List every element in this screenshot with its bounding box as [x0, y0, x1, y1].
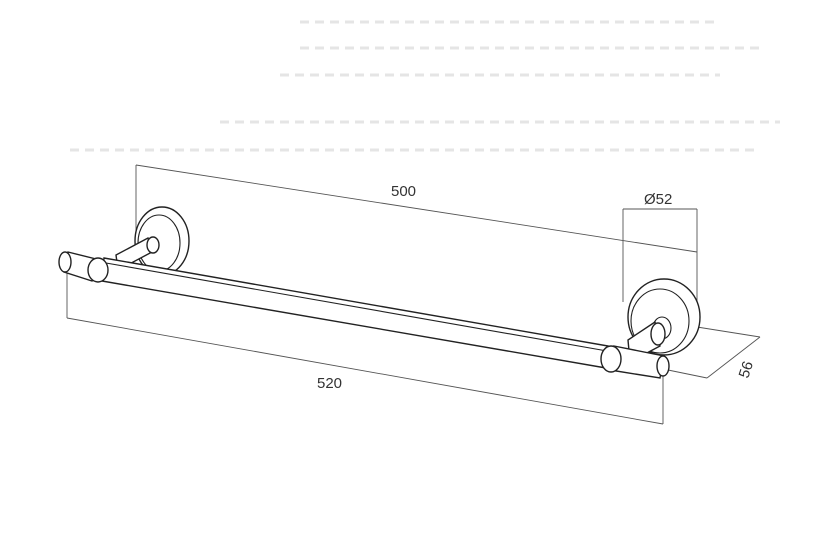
dimension-total-length-label: 520 [317, 375, 342, 392]
dimension-flange-diameter: Ø52 [622, 191, 698, 310]
dimension-flange-diameter-label: Ø52 [644, 191, 672, 208]
towel-rod [101, 257, 609, 369]
dimension-depth-label: 56 [736, 359, 757, 380]
dimension-depth: 56 [667, 326, 761, 380]
right-end-cap [600, 345, 670, 379]
dimension-rod-length-label: 500 [391, 183, 416, 200]
background-watermark [70, 20, 780, 152]
dimension-total-length: 520 [66, 271, 664, 425]
left-end-cap [58, 251, 109, 283]
dimension-rod-length: 500 [135, 164, 698, 253]
